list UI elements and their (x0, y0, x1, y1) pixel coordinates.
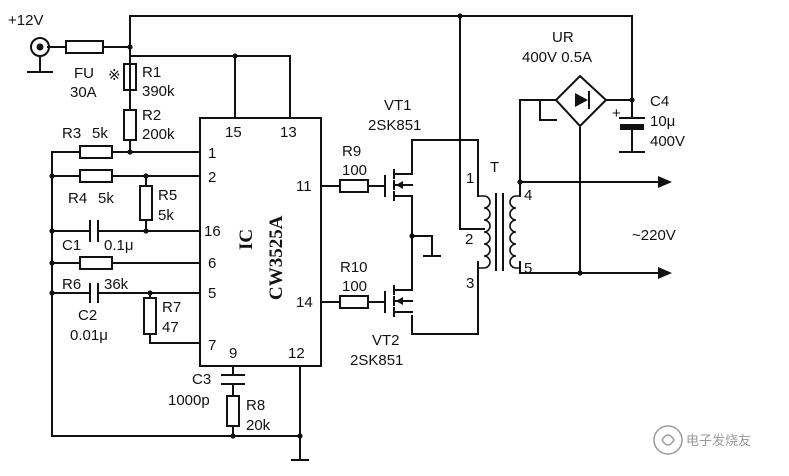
r7-value: 47 (162, 319, 179, 336)
ic-name-label: IC (236, 229, 257, 250)
r9-name: R9 (342, 143, 361, 160)
r2-value: 200k (142, 126, 175, 143)
vt1-part: 2SK851 (368, 117, 421, 134)
r3-name: R3 (62, 125, 81, 142)
rectifier-name: UR (552, 29, 574, 46)
wires (47, 15, 661, 461)
pin-5: 5 (208, 285, 216, 302)
r7-name: R7 (162, 299, 181, 316)
vt1-name: VT1 (384, 97, 412, 114)
resistor-r9 (339, 179, 369, 193)
r8-value: 20k (246, 417, 271, 434)
svg-text:CW3525A: CW3525A (266, 215, 287, 300)
pin-2: 2 (208, 169, 216, 186)
c1-value: 0.1μ (104, 237, 134, 254)
svg-text:IC: IC (236, 229, 257, 250)
pin-7: 7 (208, 337, 216, 354)
capacitor-c4: + (612, 105, 645, 130)
t-pin-4: 4 (524, 187, 532, 204)
resistor-r5 (139, 185, 153, 221)
resistor-r3 (79, 145, 113, 159)
supply-jack-icon (27, 37, 53, 73)
output-arrow-icon (658, 176, 672, 188)
r4-value: 5k (98, 190, 114, 207)
r1-value: 390k (142, 83, 175, 100)
t-pin-3: 3 (466, 275, 474, 292)
t-pin-1: 1 (466, 170, 474, 187)
pin-13: 13 (280, 124, 297, 141)
supply-label: +12V (8, 12, 43, 29)
pin-12: 12 (288, 345, 305, 362)
pin-14: 14 (296, 294, 313, 311)
bridge-rectifier-icon (554, 74, 608, 128)
c3-value: 1000p (168, 392, 210, 409)
pin-15: 15 (225, 124, 242, 141)
r1-name: R1 (142, 64, 161, 81)
pin-9: 9 (229, 345, 237, 362)
mosfet-vt1-icon (384, 169, 413, 201)
r6-value: 36k (104, 276, 129, 293)
r5-name: R5 (158, 187, 177, 204)
resistor-r7 (143, 297, 157, 335)
resistor-r2 (123, 109, 137, 141)
c4-value: 10μ (650, 113, 675, 130)
t-pin-5: 5 (524, 260, 532, 277)
fuse-value: 30A (70, 84, 97, 101)
r6-name: R6 (62, 276, 81, 293)
mosfet-vt2-icon (384, 285, 413, 317)
svg-text:+: + (612, 105, 621, 122)
watermark-logo-icon (653, 425, 683, 455)
junction-dots (49, 13, 635, 439)
r5-value: 5k (158, 207, 174, 224)
fuse-name: FU (74, 65, 94, 82)
resistor-r10 (339, 295, 369, 309)
resistor-r4 (79, 169, 113, 183)
capacitor-c3 (221, 374, 245, 385)
r9-value: 100 (342, 162, 367, 179)
fuse-icon (65, 40, 104, 54)
output-arrow-icon (658, 267, 672, 279)
ground-icon (423, 235, 441, 257)
resistor-r6 (79, 256, 113, 270)
c2-value: 0.01μ (70, 327, 108, 344)
r4-name: R4 (68, 190, 87, 207)
r2-name: R2 (142, 107, 161, 124)
watermark-text: 电子发烧友 (686, 433, 751, 449)
pin-11: 11 (296, 178, 312, 195)
output-label: ~220V (632, 227, 676, 244)
vt2-name: VT2 (372, 332, 400, 349)
r3-value: 5k (92, 125, 108, 142)
pin-6: 6 (208, 255, 216, 272)
transformer-name: T (490, 159, 499, 176)
capacitor-c1 (89, 220, 99, 242)
r10-value: 100 (342, 278, 367, 295)
t-pin-2: 2 (465, 231, 473, 248)
vt2-part: 2SK851 (350, 352, 403, 369)
pin-1: 1 (208, 145, 216, 162)
r8-name: R8 (246, 397, 265, 414)
ic-body (199, 117, 322, 367)
c3-name: C3 (192, 371, 211, 388)
c1-name: C1 (62, 237, 81, 254)
selection-mark: ※ (108, 67, 121, 84)
capacitor-c2 (89, 283, 99, 303)
transformer-icon (478, 193, 520, 271)
c4-voltage: 400V (650, 133, 685, 150)
r10-name: R10 (340, 259, 368, 276)
rectifier-rating: 400V 0.5A (522, 49, 592, 66)
c4-name: C4 (650, 93, 669, 110)
resistor-r1 (123, 63, 137, 91)
pin-16: 16 (204, 223, 221, 240)
resistor-r8 (226, 395, 240, 427)
ic-part-label: CW3525A (266, 215, 287, 300)
c2-name: C2 (78, 307, 97, 324)
